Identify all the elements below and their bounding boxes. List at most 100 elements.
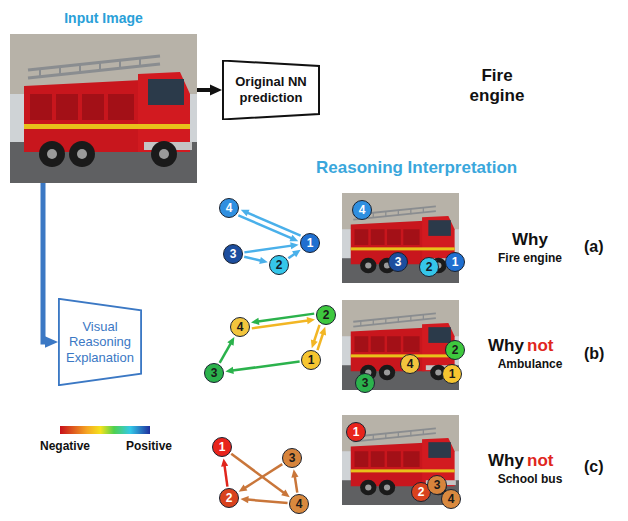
arrowhead	[210, 85, 222, 96]
node-number: 2	[276, 259, 283, 271]
node-number: 1	[449, 368, 456, 380]
connector-line	[232, 362, 299, 371]
text-label: (c)	[584, 458, 620, 476]
connector	[220, 337, 235, 363]
node-number: 2	[226, 492, 233, 504]
arrowhead	[225, 367, 233, 374]
truck-thumbnail	[342, 193, 459, 283]
connector-line	[314, 325, 320, 342]
connector-line	[244, 257, 261, 261]
arrowhead	[289, 235, 298, 242]
text-label: School bus	[484, 473, 576, 487]
connector-line	[244, 246, 291, 253]
node-number: 4	[237, 321, 244, 333]
node-number: 2	[426, 261, 433, 273]
graph-node-circle: 2	[445, 340, 465, 360]
connector-line	[220, 343, 231, 363]
connector	[197, 85, 222, 96]
connector-line	[43, 183, 46, 342]
connector-line	[238, 215, 291, 238]
input-image: Input Image	[10, 34, 197, 183]
graph-node-circle: 1	[442, 364, 462, 384]
node-number: 4	[296, 498, 303, 510]
text-label: Why	[488, 336, 528, 356]
text-label: Ambulance	[484, 358, 576, 372]
connector	[288, 250, 300, 259]
node-number: 3	[211, 367, 218, 379]
node-number: 4	[359, 204, 366, 216]
connector	[238, 215, 298, 241]
text-label: Why	[488, 451, 528, 471]
arrowhead	[311, 339, 318, 348]
node-number: 2	[418, 486, 425, 498]
connector-line	[317, 333, 323, 350]
graph-node-circle: 3	[388, 252, 408, 272]
connector-line	[295, 476, 297, 492]
graph-node-circle: 3	[355, 373, 375, 393]
node-number: 3	[434, 479, 441, 491]
node-number: 2	[452, 344, 459, 356]
graph-node-circle: 2	[269, 255, 289, 275]
arrowhead	[291, 469, 298, 477]
graph-node-circle: 2	[316, 305, 336, 325]
node-number: 2	[323, 309, 330, 321]
arrowhead	[292, 250, 301, 258]
node-number: 1	[353, 426, 360, 438]
box-label: Visual Reasoning Explanation	[66, 319, 134, 366]
connector-line	[247, 213, 300, 236]
trapezoid-box: Original NN prediction	[222, 60, 320, 120]
node-number: 1	[219, 441, 226, 453]
text-label: Fire engine	[486, 252, 574, 266]
arrowhead	[227, 337, 234, 346]
text-label: Negative	[40, 440, 100, 454]
graph-node-circle: 4	[219, 198, 239, 218]
arrowhead	[307, 317, 315, 324]
node-number: 4	[226, 202, 233, 214]
connector-line	[258, 314, 314, 322]
graph-node-circle: 1	[445, 252, 465, 272]
box-label: Original NN prediction	[230, 74, 312, 105]
input-photo	[10, 34, 197, 183]
text-label: Positive	[126, 440, 186, 454]
arrowhead	[239, 485, 248, 492]
text-label: (a)	[584, 238, 620, 256]
arrowhead	[240, 496, 248, 503]
connector	[231, 454, 290, 497]
arrowhead	[221, 458, 228, 466]
node-number: 1	[308, 354, 315, 366]
text-label: not	[527, 336, 563, 356]
arrowhead	[241, 210, 250, 217]
arrowhead	[251, 318, 259, 325]
connector-line	[231, 454, 284, 493]
graph-node-circle: 1	[346, 422, 366, 442]
color-scale-bar	[60, 426, 150, 434]
connector-line	[288, 254, 295, 259]
text-label: Reasoning Interpretation	[316, 158, 556, 178]
arrowhead	[259, 257, 268, 264]
arrowhead	[45, 336, 58, 348]
image-heading: Input Image	[10, 10, 197, 26]
connector	[240, 496, 287, 503]
graph-node-circle: 3	[204, 363, 224, 383]
graph-node-circle: 4	[441, 489, 461, 509]
connector-line	[197, 88, 211, 92]
node-number: 3	[362, 377, 369, 389]
connector-line	[247, 500, 287, 503]
trapezoid-box: Visual Reasoning Explanation	[58, 298, 142, 386]
truck-thumbnail	[342, 415, 459, 505]
connector	[251, 314, 314, 325]
box-text-wrap: Visual Reasoning Explanation	[66, 319, 134, 366]
graph-node-circle: 2	[419, 257, 439, 277]
graph-node-circle: 3	[282, 448, 302, 468]
connector	[291, 469, 298, 492]
graph-node-circle: 4	[400, 354, 420, 374]
graph-node-circle: 1	[212, 437, 232, 457]
box-text-wrap: Original NN prediction	[230, 74, 312, 105]
text-label: not	[527, 451, 563, 471]
arrowhead	[290, 242, 298, 249]
arrowhead	[281, 490, 290, 498]
graph-node-circle: 4	[352, 200, 372, 220]
graph-node-circle: 4	[289, 494, 309, 514]
graph-node-circle: 2	[219, 488, 239, 508]
node-number: 3	[395, 256, 402, 268]
